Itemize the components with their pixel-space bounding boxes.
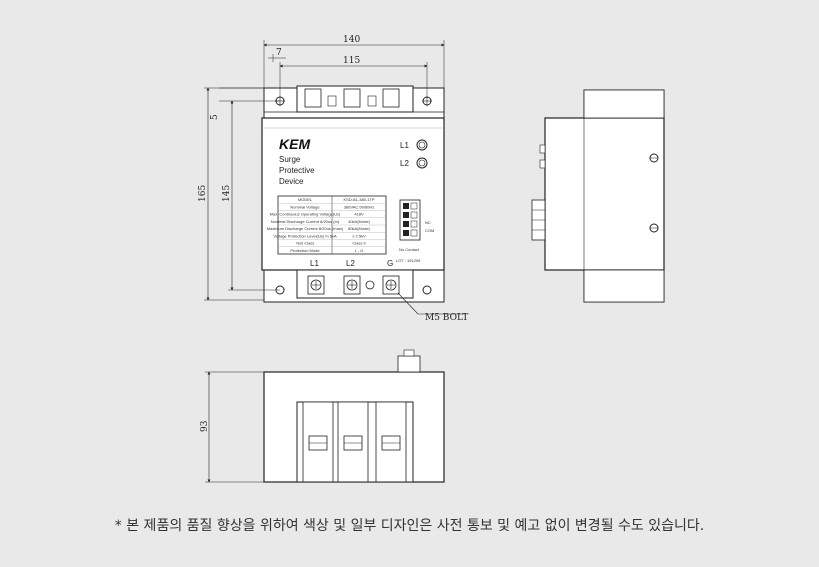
spec-val-5: ≤ 2.5kV <box>352 233 366 238</box>
dimension-hole-spacing: 115 <box>343 56 360 66</box>
indicator-lamp-l2 <box>416 157 428 169</box>
spec-val-3: 40kA(Mode) <box>348 219 370 224</box>
dimension-hole-offset: 7 <box>276 48 282 58</box>
spec-key-6: Test Class <box>296 241 314 246</box>
spec-key-7: Protection Mode <box>290 248 320 253</box>
spec-key-2: Max. Continuous Operating Voltage(Uc) <box>270 212 341 217</box>
contact-terminal-strip: NC COM No Contact <box>399 199 434 252</box>
contact-label-com: COM <box>425 228 434 233</box>
bottom-dimensions: 93 <box>200 371 264 483</box>
terminal-label-l1: L1 <box>310 259 319 268</box>
footnote: * 본 제품의 품질 향상을 위하여 색상 및 일부 디자인은 사전 통보 및 … <box>114 518 705 534</box>
spec-key-0: MODEL <box>298 197 313 202</box>
spec-val-6: Class II <box>352 241 365 246</box>
indicator-label-l2: L2 <box>400 159 409 168</box>
spec-key-4: Maximum Discharge Current 8/20us (Imax) <box>267 226 344 231</box>
indicator-lamp-l1 <box>416 139 428 151</box>
mounting-hole-top-right <box>422 96 432 106</box>
spec-label: MODEL KSD-B1-380-1TP Nominal Voltage 380VAC… <box>267 195 387 255</box>
front-view: KEM Surge Protective Device L1 L2 MODEL K… <box>261 85 468 323</box>
device-name-line-2: Protective <box>279 166 315 175</box>
dimension-overall-width: 140 <box>343 35 360 45</box>
spec-val-7: L - G <box>355 248 364 253</box>
spec-val-2: 418V <box>354 212 364 217</box>
brand-logo: KEM <box>279 136 310 152</box>
terminal-screw-l2 <box>343 275 361 295</box>
mounting-hole-bottom-right <box>422 285 432 295</box>
terminal-label-l2: L2 <box>346 259 355 268</box>
bolt-label: M5 BOLT <box>425 313 468 323</box>
dimension-overall-height: 165 <box>198 185 208 202</box>
spec-val-1: 380VAC 50/60Hz <box>344 204 375 209</box>
spec-val-4: 80kA(Mode) <box>348 226 370 231</box>
side-view <box>531 89 665 303</box>
dimension-depth: 93 <box>200 420 210 432</box>
bottom-view <box>263 349 445 483</box>
dimension-top-offset: 5 <box>210 114 220 120</box>
contact-label-nc: NC <box>425 220 431 225</box>
spec-val-0: KSD-B1-380-1TP <box>343 197 374 202</box>
spec-key-5: Voltage Protection Level(Up) In 5kA <box>273 233 337 238</box>
indicator-label-l1: L1 <box>400 141 409 150</box>
spec-key-3: Nominal Discharge Current 8/20us (In) <box>271 219 340 224</box>
dimension-inner-height: 145 <box>222 185 232 202</box>
front-dimensions: 140 115 7 5 165 145 <box>198 35 445 301</box>
spec-key-1: Nominal Voltage <box>290 204 320 209</box>
terminal-label-g: G <box>387 259 393 268</box>
terminal-screw-l1 <box>307 275 325 295</box>
contact-caption: No Contact <box>399 247 420 252</box>
device-name-line-3: Device <box>279 177 304 186</box>
device-name-line-1: Surge <box>279 155 301 164</box>
terminal-screw-g <box>382 275 400 295</box>
lot-label: LOT : 151205 <box>396 258 421 263</box>
